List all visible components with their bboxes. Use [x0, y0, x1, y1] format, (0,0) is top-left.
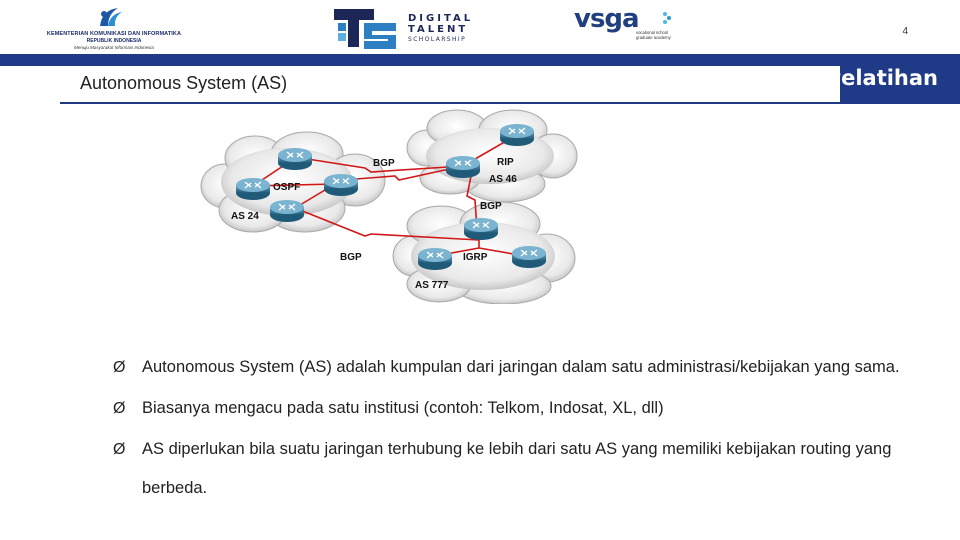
as-network-diagram: BGP RIP AS 46 OSPF AS 24 BGP BGP IGRP AS… [195, 108, 585, 305]
bullet-item: Ø AS diperlukan bila suatu jaringan terhu… [110, 430, 910, 508]
label-as24: AS 24 [231, 211, 259, 222]
router-icon [278, 148, 312, 170]
label-igrp: IGRP [463, 252, 488, 263]
dts-word-scholarship: SCHOLARSHIP [408, 36, 467, 43]
router-icon [236, 178, 270, 200]
program-label: Pelatihan [825, 66, 938, 90]
router-icon [446, 156, 480, 178]
title-band-left [0, 54, 60, 66]
label-as46: AS 46 [489, 174, 517, 185]
page-number: 4 [902, 26, 908, 37]
kominfo-name-text: KEMENTERIAN KOMUNIKASI DAN INFORMATIKA [46, 31, 182, 37]
label-bgp-top: BGP [373, 158, 395, 169]
cloud-as46 [406, 109, 578, 203]
bullet-text: Autonomous System (AS) adalah kumpulan d… [142, 358, 900, 376]
router-icon [464, 218, 498, 240]
dts-word-digital: DIGITAL [408, 13, 474, 24]
bullet-item: Ø Biasanya mengacu pada satu institusi (c… [110, 389, 910, 428]
digital-talent-logo: DIGITAL TALENT SCHOLARSHIP [332, 5, 502, 51]
label-as777: AS 777 [415, 280, 449, 291]
bullet-text: AS diperlukan bila suatu jaringan terhub… [142, 440, 892, 497]
label-bgp-bottom: BGP [340, 252, 362, 263]
vsga-dots-icon [663, 12, 671, 24]
link-bgp-right [466, 175, 478, 231]
routers [236, 124, 546, 270]
kominfo-emblem-icon [100, 8, 122, 26]
vsga-brand-text: vsga [574, 4, 640, 34]
link-bgp-top [300, 157, 464, 173]
link-bgp-bottom [294, 207, 480, 241]
vsga-tagline: vocational school graduate academy [636, 30, 671, 40]
router-icon [270, 200, 304, 222]
router-icon [500, 124, 534, 146]
slide-title: Autonomous System (AS) [80, 73, 288, 93]
link-ospf-rip [342, 165, 464, 181]
bullet-arrow-icon: Ø [113, 441, 126, 458]
kominfo-logo: KEMENTERIAN KOMUNIKASI DAN INFORMATIKA R… [38, 6, 190, 50]
title-band-white-area [60, 66, 840, 102]
label-rip: RIP [497, 157, 514, 168]
bullet-text: Biasanya mengacu pada satu institusi (co… [142, 399, 664, 417]
kominfo-motto-text: Menuju Masyarakat Informasi Indonesia [74, 45, 154, 50]
bullet-arrow-icon: Ø [113, 359, 126, 376]
kominfo-country-text: REPUBLIK INDONESIA [86, 38, 142, 44]
as-network-svg: BGP RIP AS 46 OSPF AS 24 BGP BGP IGRP AS… [200, 109, 578, 305]
label-ospf: OSPF [273, 182, 300, 193]
dts-word-talent: TALENT [408, 24, 469, 35]
router-icon [324, 174, 358, 196]
bullet-list: Ø Autonomous System (AS) adalah kumpulan … [110, 348, 910, 510]
vsga-logo: vsga vocational school graduate academy [574, 4, 684, 52]
router-icon [512, 246, 546, 268]
bullet-item: Ø Autonomous System (AS) adalah kumpulan … [110, 348, 910, 387]
bullet-arrow-icon: Ø [113, 400, 126, 417]
dts-mark-icon [334, 9, 396, 49]
router-icon [418, 248, 452, 270]
label-bgp-right: BGP [480, 201, 502, 212]
